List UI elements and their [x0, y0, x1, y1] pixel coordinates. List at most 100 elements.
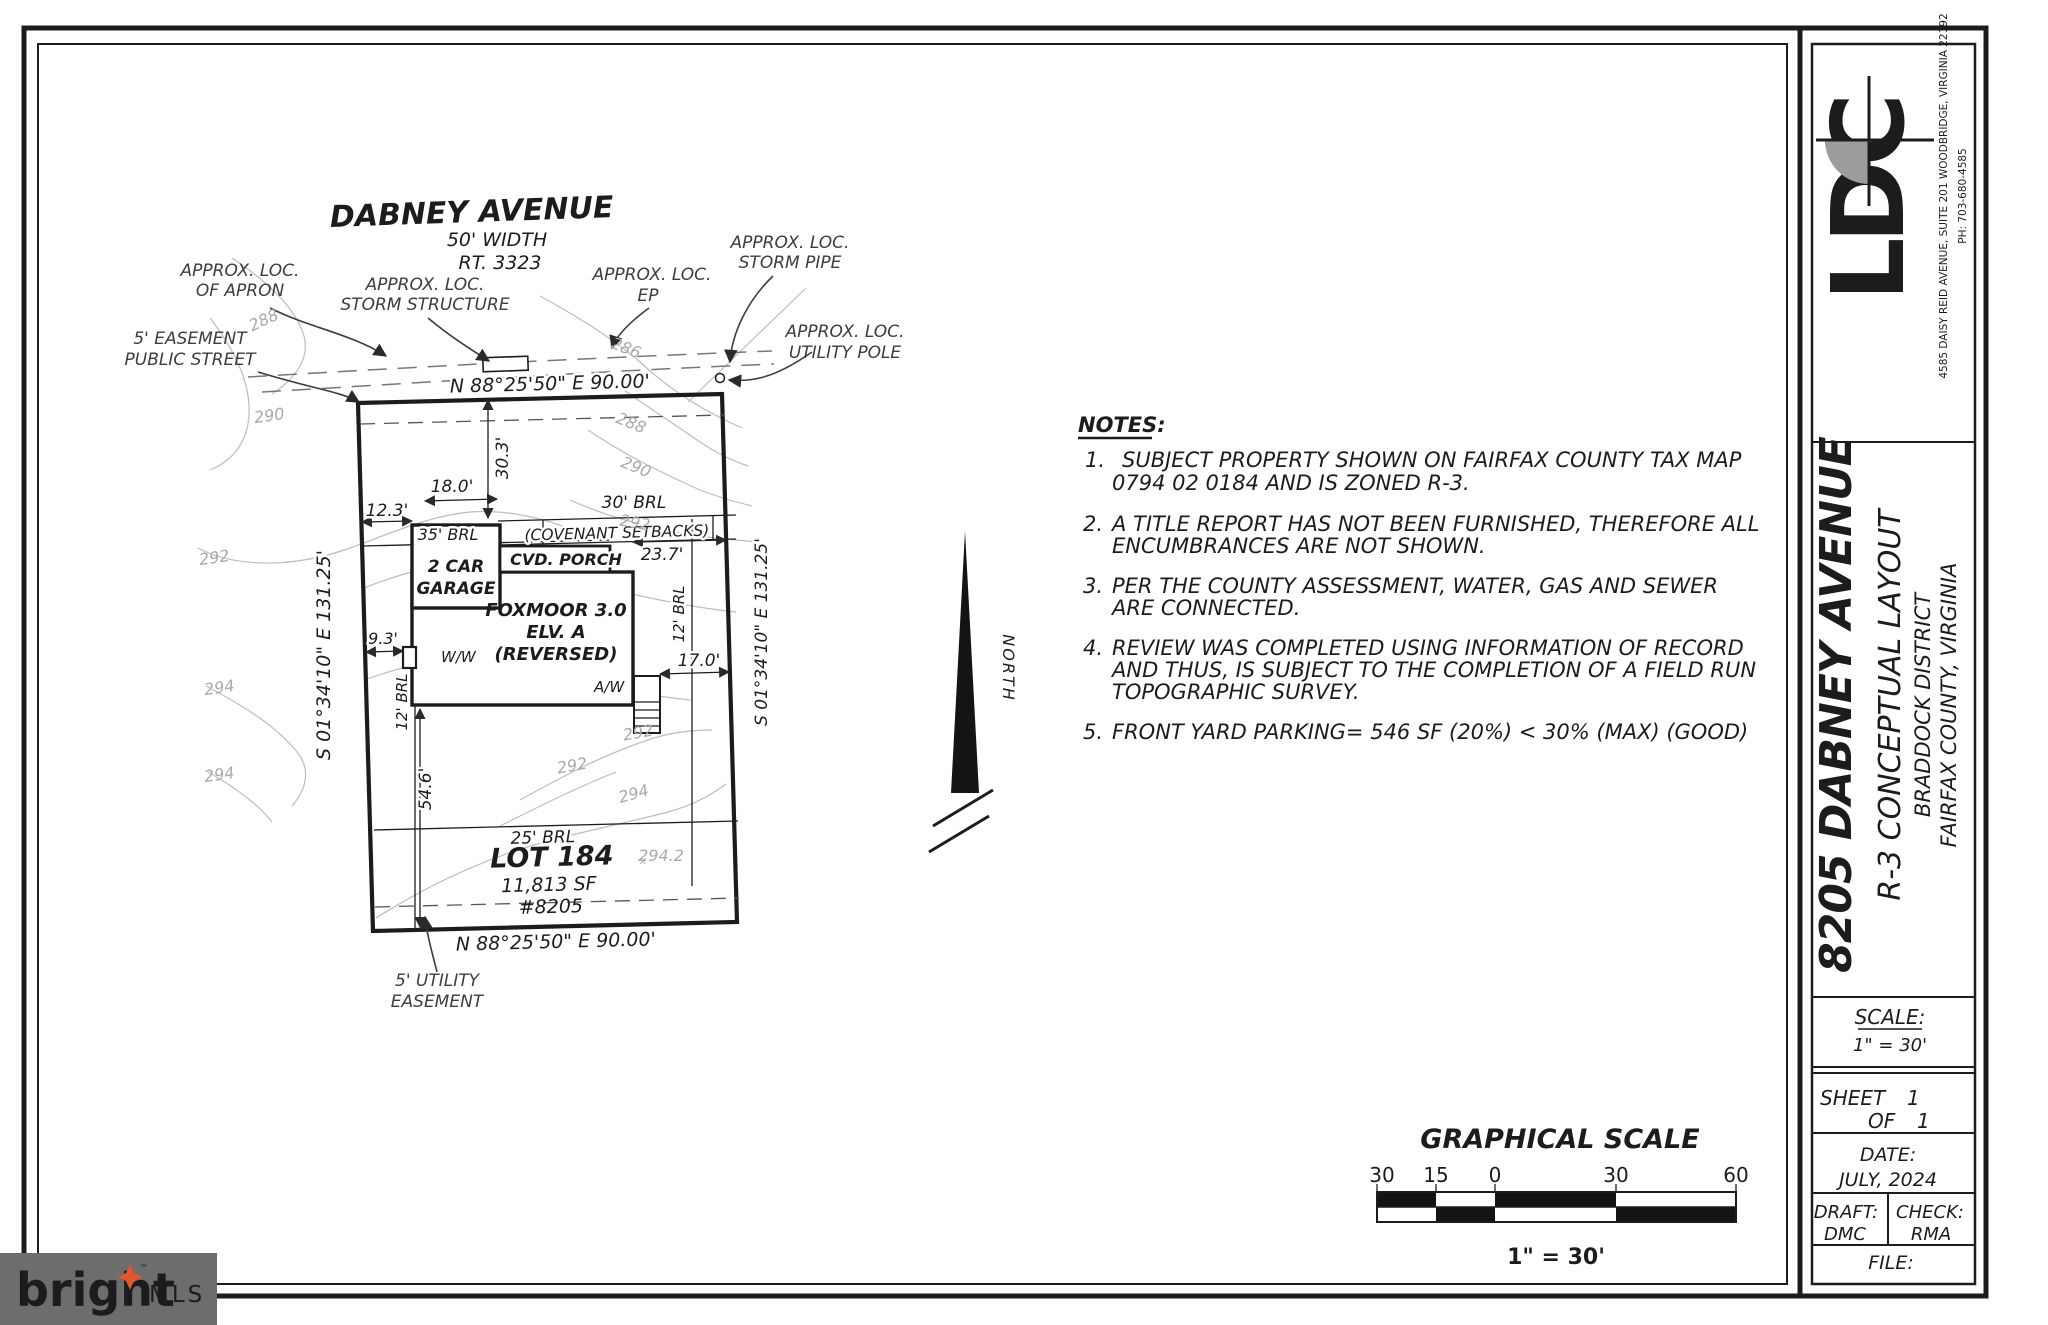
graphical-scale: GRAPHICAL SCALE 30 15 0 30 60 1" = 30' — [1369, 1124, 1748, 1270]
check-value: RMA — [1911, 1224, 1951, 1245]
svg-text:STORM PIPE: STORM PIPE — [739, 253, 842, 273]
date-label: DATE: — [1860, 1144, 1916, 1166]
svg-text:ARE CONNECTED.: ARE CONNECTED. — [1110, 596, 1300, 620]
north-label: NORTH — [999, 634, 1018, 701]
property-line — [355, 391, 740, 934]
dimension-lines — [360, 398, 731, 929]
leader-lines — [257, 275, 813, 973]
spot-elevation: 294.2 — [638, 846, 684, 865]
project-district: BRADDOCK DISTRICT — [1911, 591, 1935, 817]
street-easement-callout: 5' EASEMENT — [133, 329, 248, 349]
lot-boundary — [355, 391, 740, 934]
apron-callout: APPROX. LOC. — [180, 261, 300, 281]
svg-text:EP: EP — [638, 286, 660, 306]
brand-text: bright — [16, 1263, 175, 1317]
scale-ratio: 1" = 30' — [1507, 1245, 1605, 1270]
sheet-of-label: OF — [1868, 1109, 1896, 1133]
draft-label: DRAFT: — [1814, 1202, 1878, 1223]
scale-label: SCALE: — [1855, 1005, 1926, 1029]
storm-structure-symbol — [481, 355, 530, 373]
project-subtitle: R-3 CONCEPTUAL LAYOUT — [1873, 507, 1908, 901]
bearing-east: S 01°34'10" E 131.25' — [752, 538, 772, 726]
svg-text:TOPOGRAPHIC SURVEY.: TOPOGRAPHIC SURVEY. — [1112, 680, 1360, 704]
lot-area: 11,813 SF — [501, 873, 598, 898]
dim-30-3: 30.3' — [493, 437, 513, 480]
svg-text:1.: 1. — [1085, 448, 1105, 472]
svg-text:4.: 4. — [1083, 636, 1103, 660]
check-label: CHECK: — [1896, 1202, 1964, 1223]
project-county: FAIRFAX COUNTY, VIRGINIA — [1937, 563, 1961, 848]
sheet-of-number: 1 — [1917, 1109, 1930, 1133]
dim-18-0: 18.0' — [431, 477, 474, 497]
svg-text:x: x — [639, 854, 647, 867]
dim-54-6: 54.6' — [416, 768, 436, 811]
svg-text:294: 294 — [203, 676, 236, 699]
logo-quadrant — [1825, 140, 1869, 184]
model-label: FOXMOOR 3.0 — [485, 600, 626, 621]
scalebar-title: GRAPHICAL SCALE — [1420, 1124, 1700, 1155]
svg-text:0794 02 0184 AND IS ZONED R-3.: 0794 02 0184 AND IS ZONED R-3. — [1112, 471, 1470, 495]
brl-30: 30' BRL — [602, 493, 667, 513]
svg-text:3.: 3. — [1083, 574, 1103, 598]
dim-23-7: 23.7' — [641, 545, 684, 565]
stairs — [633, 675, 661, 734]
svg-text:292: 292 — [555, 754, 588, 778]
svg-text:ELV. A: ELV. A — [526, 622, 585, 643]
titleblock-border — [1810, 42, 1977, 1286]
svg-text:292: 292 — [198, 546, 231, 569]
svg-text:60: 60 — [1723, 1163, 1748, 1187]
mls-text: MLS — [149, 1282, 205, 1308]
svg-text:OF APRON: OF APRON — [196, 281, 285, 301]
firm-phone: PH: 703-680-4585 — [1957, 148, 1969, 243]
utility-pole-callout: APPROX. LOC. — [785, 322, 905, 342]
storm-pipe-callout: APPROX. LOC. — [730, 233, 850, 253]
svg-text:294: 294 — [616, 781, 650, 807]
svg-text:ENCUMBRANCES ARE NOT SHOWN.: ENCUMBRANCES ARE NOT SHOWN. — [1112, 534, 1486, 558]
lot-number: #8205 — [518, 895, 583, 919]
svg-text:STORM STRUCTURE: STORM STRUCTURE — [340, 295, 509, 315]
svg-text:(REVERSED): (REVERSED) — [495, 644, 618, 665]
window-well — [401, 645, 418, 670]
aw-label: A/W — [593, 678, 625, 696]
svg-text:30: 30 — [1369, 1163, 1394, 1187]
callout-labels: APPROX. LOC. OF APRON APPROX. LOC. STORM… — [125, 233, 905, 1012]
ldc-logo: LDC — [1810, 76, 1934, 301]
sheet-label: SHEET — [1820, 1086, 1887, 1110]
street-labels: DABNEY AVENUE 50' WIDTH RT. 3323 — [329, 190, 614, 274]
note-1: SUBJECT PROPERTY SHOWN ON FAIRFAX COUNTY… — [1122, 448, 1742, 472]
svg-text:290: 290 — [253, 404, 286, 427]
svg-text:AND THUS, IS SUBJECT TO THE CO: AND THUS, IS SUBJECT TO THE COMPLETION O… — [1110, 658, 1756, 682]
note-3: PER THE COUNTY ASSESSMENT, WATER, GAS AN… — [1112, 574, 1718, 598]
svg-text:0: 0 — [1489, 1163, 1502, 1187]
notes-block: NOTES: 1. SUBJECT PROPERTY SHOWN ON FAIR… — [1078, 413, 1759, 744]
notes-title: NOTES: — [1078, 413, 1166, 437]
covered-porch — [498, 544, 612, 574]
ep-callout: APPROX. LOC. — [592, 265, 712, 285]
svg-text:UTILITY POLE: UTILITY POLE — [789, 343, 902, 363]
note-5: FRONT YARD PARKING= 546 SF (20%) < 30% (… — [1112, 720, 1748, 744]
trademark-symbol: ™ — [139, 1264, 148, 1274]
utility-pole-symbol — [714, 372, 726, 384]
file-label: FILE: — [1868, 1252, 1914, 1274]
porch-label: CVD. PORCH — [510, 550, 622, 569]
bearing-labels: N 88°25'50" E 90.00' N 88°25'50" E 90.00… — [311, 368, 775, 958]
lot-labels: LOT 184 11,813 SF #8205 — [490, 840, 614, 918]
bearing-north: N 88°25'50" E 90.00' — [450, 370, 650, 397]
svg-text:PUBLIC STREET: PUBLIC STREET — [125, 350, 258, 370]
svg-text:294: 294 — [203, 763, 236, 786]
lot-name: LOT 184 — [490, 840, 614, 874]
star-icon — [117, 1264, 143, 1290]
house-footprint — [401, 523, 661, 734]
street-lines — [247, 350, 775, 393]
title-block: LDC 4585 DAISY REID AVENUE, SUITE 201 WO… — [1810, 13, 1975, 1274]
brl-labels: 35' BRL 30' BRL (COVENANT SETBACKS) 25' … — [391, 491, 713, 852]
firm-address: 4585 DAISY REID AVENUE, SUITE 201 WOODBR… — [1938, 13, 1950, 378]
street-width: 50' WIDTH — [447, 229, 547, 251]
sheet-borders — [21, 25, 1989, 1299]
north-needle — [951, 531, 979, 793]
note-4: REVIEW WAS COMPLETED USING INFORMATION O… — [1112, 636, 1744, 660]
svg-text:288: 288 — [613, 408, 648, 437]
draft-value: DMC — [1824, 1224, 1866, 1245]
outer-border — [21, 25, 1989, 1299]
